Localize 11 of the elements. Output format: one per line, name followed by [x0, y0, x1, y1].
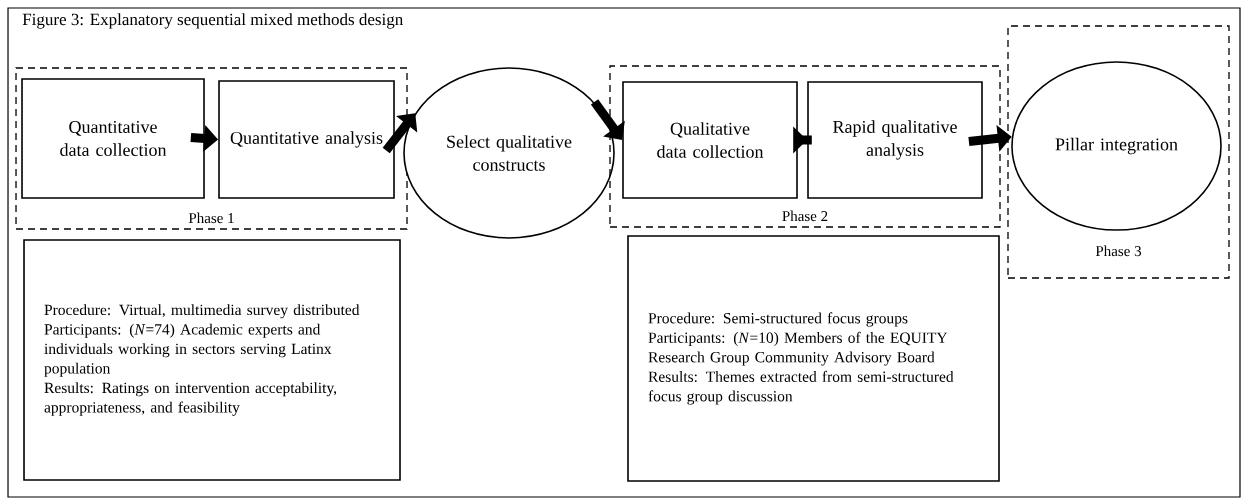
process-box: Rapid qualitative analysis — [807, 81, 983, 199]
info-box: Procedure: Virtual, multimedia survey distributed Participants: (N=74) Academic experts and individuals working in sectors serving Latinx population Results: Ratings on intervention acceptability, appropriateness, and feasibility — [23, 239, 401, 481]
phase-label: Phase 3 — [1095, 245, 1142, 257]
phase-label: Phase 1 — [188, 212, 234, 224]
block-arrow — [590, 99, 625, 140]
figure-title: Figure 3: Explanatory sequential mixed methods design — [22, 13, 403, 29]
process-box: Quantitative analysis — [218, 80, 395, 199]
process-box: Qualitative data collection — [622, 81, 798, 199]
phase-label: Phase 2 — [782, 210, 828, 222]
info-box: Procedure: Semi-structured focus groups Participants: (N=10) Members of the EQUITY Research Group Community Advisory Board Results: Themes extracted from semi-structured focus group discussion — [627, 235, 1000, 482]
process-box: Quantitative data collection — [21, 78, 205, 199]
